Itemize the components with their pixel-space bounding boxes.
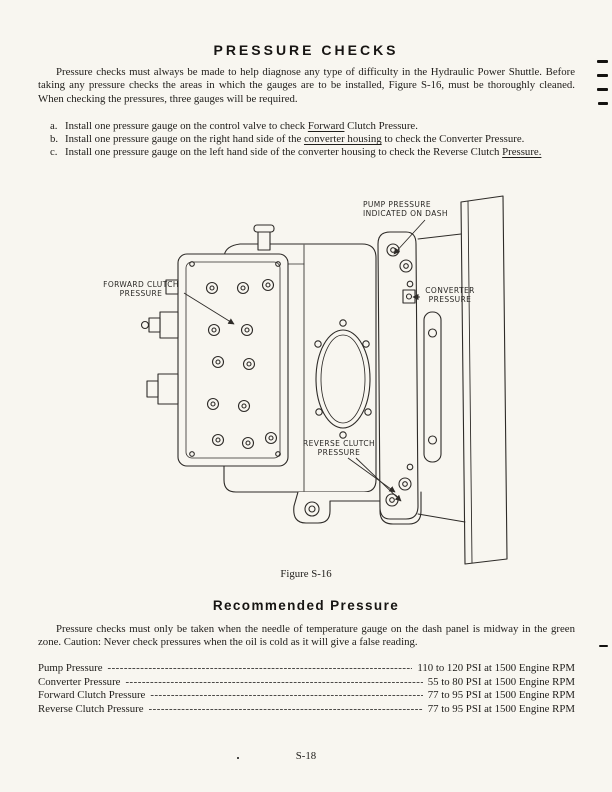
section-title: Recommended Pressure: [212, 598, 400, 614]
pressure-row-value: 55 to 80 PSI at 1500 Engine RPM: [427, 675, 575, 688]
step-text-segment: Install one pressure gauge on the left h…: [65, 146, 503, 159]
pressure-row-label: Converter Pressure: [38, 675, 121, 688]
page-title: PRESSURE CHECKS: [213, 42, 399, 59]
pressure-row: Converter Pressure ---------------------…: [38, 676, 575, 690]
pressure-row-leader: ----------------------------------------…: [125, 675, 422, 688]
intro-paragraph: Pressure checks must always be made to h…: [38, 65, 575, 105]
pressure-row-value: 110 to 120 PSI at 1500 Engine RPM: [417, 662, 575, 674]
pressure-row-leader: ----------------------------------------…: [150, 689, 423, 702]
scan-artifact: [597, 60, 608, 63]
figure-label-forward-clutch-pressure: FORWARD CLUTCH PRESSURE: [103, 280, 179, 298]
pressure-row-label: Reverse Clutch Pressure: [38, 702, 144, 715]
step-text-underlined: converter housing: [303, 133, 382, 146]
pressure-row: Pump Pressure --------------------------…: [38, 662, 575, 676]
step-text-segment: Install one pressure gauge on the contro…: [65, 120, 308, 132]
step-marker: a.: [50, 120, 58, 132]
step-text-segment: Clutch Pressure.: [344, 120, 418, 132]
step-text: Install one pressure gauge on the right …: [65, 133, 575, 146]
step-marker: c.: [50, 146, 58, 159]
step-text: Install one pressure gauge on the contro…: [65, 120, 575, 133]
scan-artifact: [597, 88, 608, 91]
step-text-underlined: Forward: [307, 120, 345, 132]
step-text-segment: Install one pressure gauge on the right …: [65, 133, 304, 146]
scan-artifact: [597, 74, 608, 77]
figure-label-pump-pressure: PUMP PRESSURE INDICATED ON DASH: [363, 200, 448, 218]
scan-artifact: [599, 645, 608, 647]
figure-label-reverse-clutch-pressure: REVERSE CLUTCH PRESSURE: [302, 439, 376, 457]
pressure-row: Reverse Clutch Pressure ----------------…: [38, 703, 575, 717]
pressure-table: Pump Pressure --------------------------…: [38, 662, 575, 716]
page-number: S-18: [295, 750, 317, 762]
step-text: Install one pressure gauge on the left h…: [65, 146, 575, 159]
step-list: a. Install one pressure gauge on the con…: [50, 120, 575, 160]
step-marker: b.: [50, 133, 59, 146]
pressure-row: Forward Clutch Pressure ----------------…: [38, 689, 575, 703]
step-item-a: a. Install one pressure gauge on the con…: [50, 120, 575, 133]
pressure-row-value: 77 to 95 PSI at 1500 Engine RPM: [427, 702, 575, 715]
figure-caption: Figure S-16: [280, 568, 332, 580]
recommended-paragraph: Pressure checks must only be taken when …: [38, 622, 575, 649]
pressure-row-value: 77 to 95 PSI at 1500 Engine RPM: [427, 689, 575, 702]
scan-artifact: [237, 757, 239, 759]
step-text-segment: to check the Converter Pressure.: [381, 133, 525, 146]
step-item-c: c. Install one pressure gauge on the lef…: [50, 146, 575, 159]
pressure-row-label: Forward Clutch Pressure: [38, 689, 146, 702]
figure-label-converter-pressure: CONVERTER PRESSURE: [425, 286, 475, 304]
step-text-underlined: Pressure.: [502, 146, 542, 159]
pressure-row-label: Pump Pressure: [38, 662, 103, 674]
figure-s16: PUMP PRESSURE INDICATED ON DASH FORWARD …: [0, 192, 612, 574]
scan-artifact: [598, 102, 608, 105]
pressure-row-leader: ----------------------------------------…: [107, 662, 412, 674]
hydraulic-valve-assembly-diagram: [140, 195, 508, 565]
pressure-row-leader: ----------------------------------------…: [148, 702, 423, 715]
step-item-b: b. Install one pressure gauge on the rig…: [50, 133, 575, 146]
